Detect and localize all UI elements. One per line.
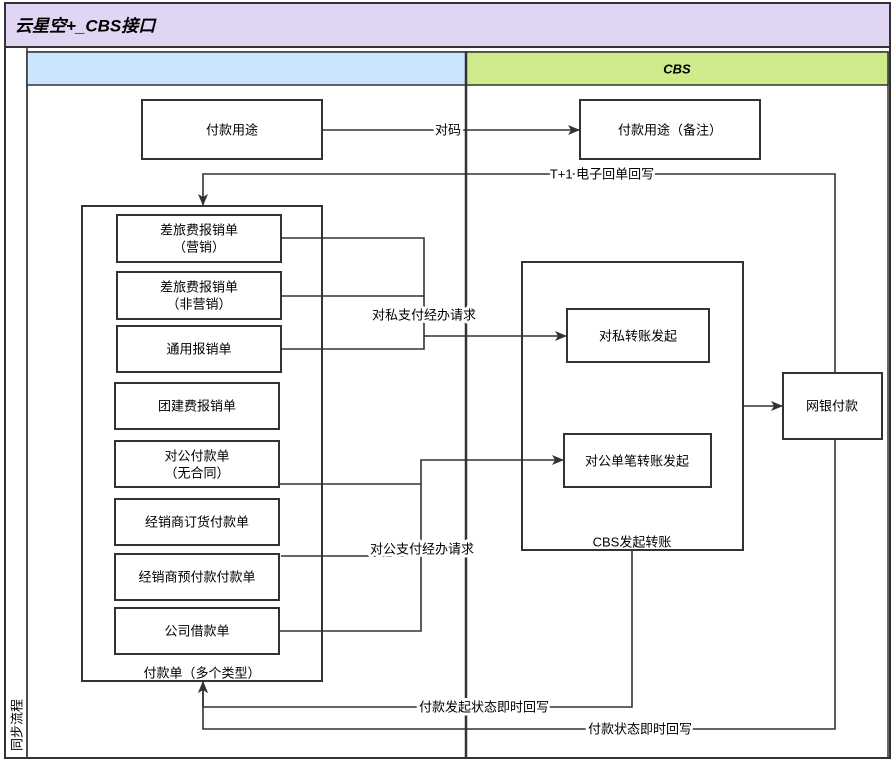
- node-payment-purpose-label: 付款用途: [206, 123, 258, 138]
- node-payment-purpose-note-label: 付款用途（备注）: [618, 123, 722, 138]
- node-payment-purpose-note: [579, 99, 761, 160]
- node-dealer-prepayment-label: 经销商预付款付款单: [138, 570, 255, 585]
- node-corporate-payment: [114, 440, 280, 488]
- node-travel-marketing-sublabel: （营销）: [173, 240, 225, 255]
- edge-private-request-branch: [281, 336, 425, 350]
- pool-title: 云星空+_CBS接口: [15, 17, 157, 36]
- node-corporate-payment-sublabel: （无合同）: [164, 466, 229, 481]
- lane-right-title: CBS: [663, 62, 691, 77]
- edge-initiation-status-writeback-label: 付款发起状态即时回写: [419, 700, 549, 715]
- node-company-loan: [114, 607, 280, 655]
- row-label: 同步流程: [10, 699, 25, 751]
- container-cbs-transfer-label: CBS发起转账: [593, 535, 672, 550]
- node-private-transfer: [566, 308, 710, 363]
- lane-right-header: [465, 51, 889, 86]
- node-travel-marketing: [116, 214, 282, 263]
- edge-private-request-label: 对私支付经办请求: [372, 308, 476, 323]
- node-general-reimbursement: [116, 325, 282, 373]
- container-payment-documents-label: 付款单（多个类型）: [143, 666, 260, 681]
- node-dealer-prepayment: [114, 553, 280, 601]
- pool-frame: [4, 2, 891, 759]
- node-travel-non-marketing-sublabel: （非营销）: [166, 297, 231, 312]
- node-travel-marketing-label: 差旅费报销单: [160, 223, 238, 238]
- node-payment-purpose: [141, 99, 323, 160]
- node-online-banking-label: 网银付款: [806, 399, 858, 414]
- node-team-building-label: 团建费报销单: [158, 399, 236, 414]
- node-private-transfer-label: 对私转账发起: [599, 329, 677, 344]
- node-corporate-single-transfer: [563, 433, 712, 488]
- lane-left-header: [26, 51, 467, 86]
- edge-payment-status-writeback-label: 付款状态即时回写: [588, 722, 692, 737]
- node-online-banking: [782, 372, 883, 440]
- container-cbs-transfer: [521, 261, 744, 551]
- edge-corporate-request: [279, 455, 564, 632]
- node-dealer-order-payment: [114, 498, 280, 546]
- edge-private-request: [281, 237, 567, 341]
- node-dealer-order-payment-label: 经销商订货付款单: [145, 515, 249, 530]
- edge-receipt-writeback-label: T+1 电子回单回写: [550, 167, 654, 182]
- pool-title-bar: [4, 2, 891, 48]
- node-general-reimbursement-label: 通用报销单: [166, 342, 231, 357]
- edge-receipt-writeback: [198, 173, 836, 373]
- edge-corporate-request-label: 对公支付经办请求: [370, 542, 474, 557]
- node-travel-non-marketing: [116, 271, 282, 320]
- edge-payment-status-writeback: [198, 439, 836, 730]
- edge-code-mapping-label: 对码: [435, 123, 461, 138]
- node-corporate-payment-label: 对公付款单: [164, 449, 229, 464]
- node-travel-non-marketing-label: 差旅费报销单: [160, 280, 238, 295]
- node-team-building: [114, 382, 280, 430]
- node-company-loan-label: 公司借款单: [164, 624, 229, 639]
- node-corporate-single-transfer-label: 对公单笔转账发起: [585, 454, 689, 469]
